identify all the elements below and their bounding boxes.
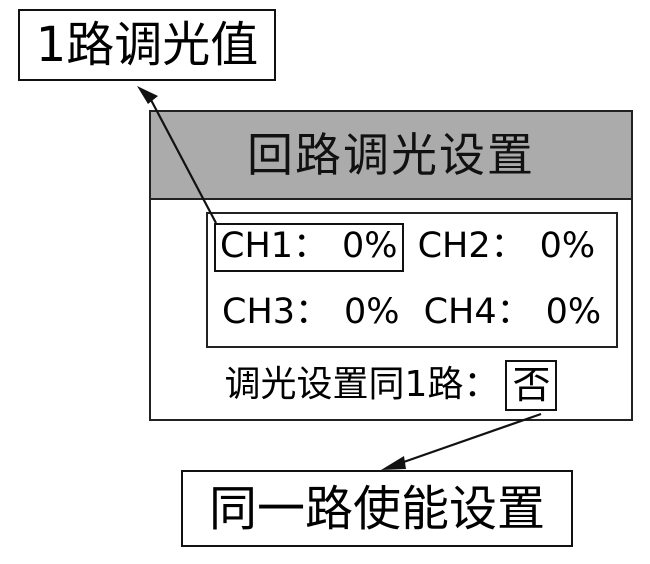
callout-label-bottom-text: 同一路使能设置 (208, 480, 545, 537)
panel-body: CH1： 0% CH2： 0% CH3： 0% CH4： 0% (151, 200, 631, 419)
callout-label-top: 1路调光值 (18, 9, 276, 81)
channel-label-ch3: CH3： (222, 291, 331, 332)
channel-row: CH1： 0% CH2： 0% (208, 214, 616, 280)
channel-label-ch4: CH4： (423, 291, 532, 332)
channel-cell-ch1[interactable]: CH1： 0% (214, 222, 404, 272)
channel-value-ch1: 0% (342, 225, 398, 266)
channel-value-ch3: 0% (344, 291, 400, 332)
dimmer-settings-panel: 回路调光设置 CH1： 0% CH2： 0% CH3： (149, 110, 633, 421)
channel-value-ch2: 0% (539, 225, 596, 266)
channel-cell-ch4[interactable]: CH4： 0% (418, 289, 608, 338)
panel-title: 回路调光设置 (247, 128, 535, 182)
callout-label-bottom: 同一路使能设置 (181, 470, 573, 547)
same-circuit-value[interactable]: 否 (505, 359, 558, 411)
same-circuit-label: 调光设置同1路： (224, 364, 500, 405)
panel-header: 回路调光设置 (151, 112, 631, 200)
same-circuit-row: 调光设置同1路： 否 (151, 356, 631, 414)
channel-value-ch4: 0% (545, 291, 602, 332)
callout-label-top-text: 1路调光值 (35, 17, 259, 73)
channel-label-ch1: CH1： (220, 225, 329, 266)
channel-cell-ch2[interactable]: CH2： 0% (412, 223, 602, 272)
leader-arrow-bottom (381, 412, 542, 470)
channel-label-ch2: CH2： (417, 225, 526, 266)
channel-cell-ch3[interactable]: CH3： 0% (216, 289, 406, 338)
channel-row: CH3： 0% CH4： 0% (208, 280, 616, 346)
channel-grid: CH1： 0% CH2： 0% CH3： 0% CH4： 0% (206, 212, 618, 348)
